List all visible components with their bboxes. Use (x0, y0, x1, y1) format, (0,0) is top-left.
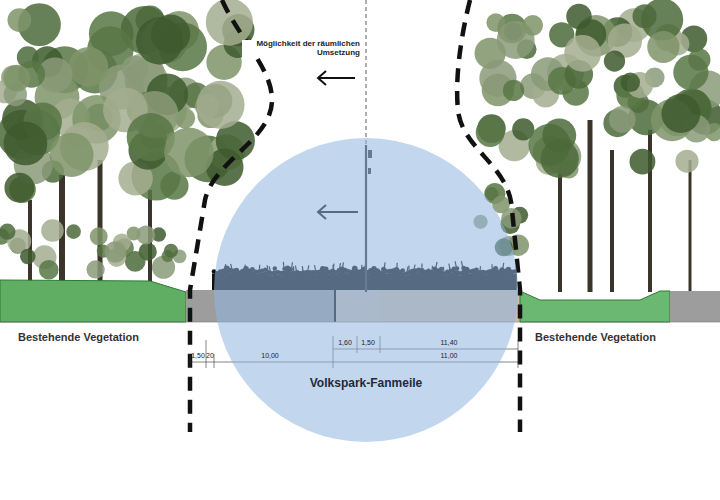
note-text: Möglichkeit der räumlichen Umsetzung (242, 40, 360, 58)
tree-canopy (4, 65, 31, 92)
tree-canopy (4, 122, 48, 166)
tree-canopy (136, 226, 155, 245)
tree-canopy (4, 173, 34, 203)
dimension-text: 1,50 (361, 339, 375, 347)
tree-canopy (90, 227, 108, 245)
tree-canopy (661, 94, 700, 133)
green-ground (520, 291, 670, 322)
tree-canopy (49, 133, 93, 177)
tree-canopy (541, 140, 579, 178)
dimension-text: 1,50 (191, 352, 205, 360)
axis-line (366, 0, 367, 145)
tree-canopy (86, 260, 104, 278)
tree-canopy (476, 118, 505, 147)
tree-canopy (675, 150, 698, 173)
tree-canopy (7, 8, 31, 32)
tree-canopy (20, 249, 36, 265)
dimension-tick (190, 354, 191, 368)
tree-canopy (105, 241, 127, 263)
dimension-tick (518, 340, 519, 368)
tree-canopy (0, 224, 15, 240)
area-label: Bestehende Vegetation (535, 331, 656, 343)
green-ground (0, 280, 186, 322)
tree-canopy (609, 106, 636, 133)
area-label: Bestehende Vegetation (18, 331, 139, 343)
tree-canopy (673, 55, 708, 90)
tree-trunk (588, 120, 593, 292)
dimension-text: 10,00 (261, 352, 279, 360)
tree-canopy (647, 31, 679, 63)
dimension-text: 11,00 (441, 352, 458, 360)
tree-canopy (197, 81, 245, 129)
tree-canopy (564, 35, 601, 72)
tree-trunk (689, 160, 692, 292)
zone-label: Volkspark-Fanmeile (310, 377, 423, 390)
zone-circle-shape (214, 138, 518, 442)
dimension-text: 20 (206, 352, 214, 360)
dimension-text: 1,60 (338, 339, 352, 347)
tree-canopy (604, 50, 625, 71)
tree-canopy (122, 56, 148, 82)
tree-canopy (41, 219, 64, 242)
tree-canopy (66, 224, 81, 239)
zone-circle-fill (214, 138, 518, 442)
tree-canopy (503, 80, 524, 101)
tree-canopy (164, 244, 178, 258)
arrow-head (318, 71, 326, 85)
tree-canopy (621, 73, 640, 92)
tree-canopy (206, 0, 253, 46)
tree-canopy (39, 260, 59, 280)
tree-canopy (522, 15, 543, 36)
tree-canopy (630, 149, 656, 175)
tree-canopy (69, 47, 109, 87)
arrow-shaft (318, 77, 355, 79)
tree-trunk (610, 150, 614, 292)
zone-circle: Volkspark-Fanmeile (214, 138, 518, 442)
tree-canopy (151, 14, 190, 53)
paved-ground (670, 291, 720, 322)
dimension-text: 11,40 (441, 339, 458, 347)
tree-canopy (164, 128, 214, 178)
tree-canopy (633, 4, 657, 28)
